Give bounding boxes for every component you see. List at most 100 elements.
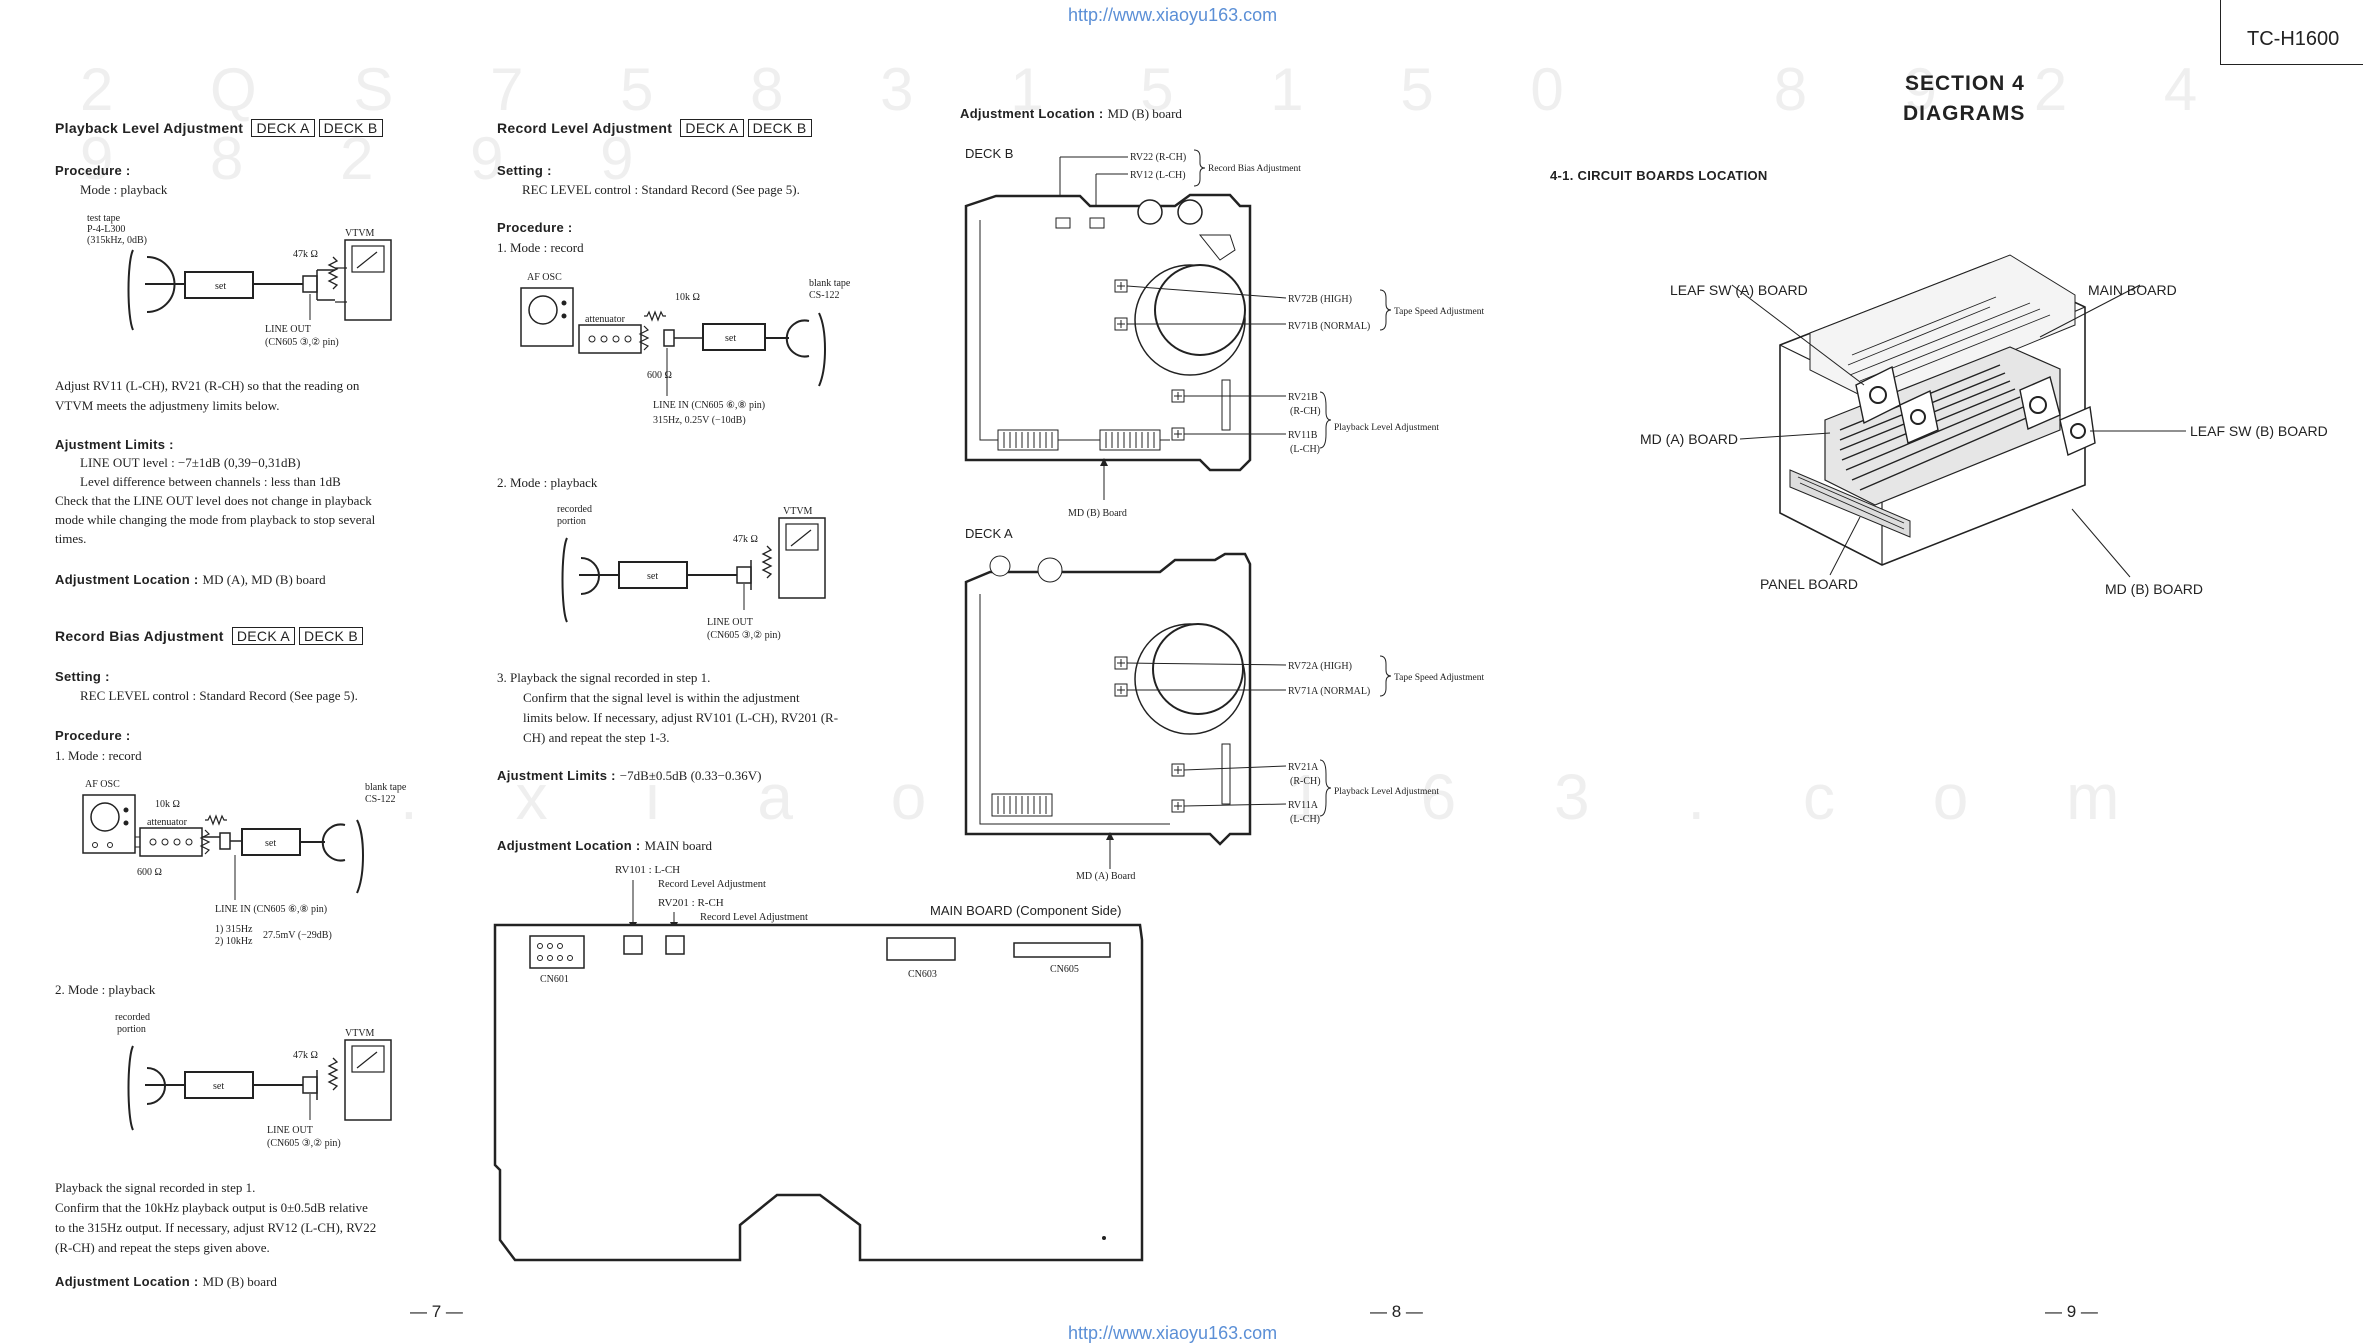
md-b-label: MD (B) BOARD: [2105, 581, 2203, 597]
set-label: set: [725, 333, 736, 344]
limit-line-2: Level difference between channels : less…: [80, 474, 341, 489]
setting-text: REC LEVEL control : Standard Record (See…: [522, 182, 800, 197]
instruction-line-2: Confirm that the 10kHz playback output i…: [55, 1200, 368, 1215]
deck-b-badge: DECK B: [318, 119, 383, 137]
tape-speed-label: Tape Speed Adjustment: [1394, 673, 1484, 683]
tape-reel-shape: [127, 249, 134, 331]
record-level-diagram-2: recorded portion set 47k Ω VTVM LINE OUT…: [557, 504, 826, 641]
check-line-2: mode while changing the mode from playba…: [55, 512, 376, 527]
rv71b-label: RV71B (NORMAL): [1288, 321, 1370, 332]
line-in-label: LINE IN (CN605 ⑥,⑧ pin): [215, 904, 327, 915]
procedure-label: Procedure :: [497, 220, 573, 235]
resistor-icon: [327, 256, 339, 290]
deck-b-badge: DECK B: [747, 119, 812, 137]
header-url[interactable]: http://www.xiaoyu163.com: [1068, 5, 1278, 25]
procedure-label: Procedure :: [55, 163, 131, 178]
deck-a-label: DECK A: [965, 526, 1013, 541]
main-board-location: Adjustment Location : MAIN board: [497, 836, 712, 856]
blank-tape-model: CS-122: [809, 290, 840, 301]
procedure-label: Procedure :: [55, 728, 131, 743]
recorded-label: recorded: [115, 1012, 150, 1023]
limits-label: Ajustment Limits :: [55, 437, 174, 452]
rv72a-label: RV72A (HIGH): [1288, 661, 1352, 672]
dial-icon: [528, 295, 558, 325]
af-osc-box: [520, 287, 574, 347]
main-board-shape: [1824, 346, 2061, 506]
limit-line-1: LINE OUT level : −7±1dB (0,39−0,31dB): [80, 455, 301, 470]
line-out-label: LINE OUT: [707, 617, 753, 628]
resistor-label: 47k Ω: [733, 534, 758, 545]
md-a-board-label: MD (A) Board: [1076, 871, 1135, 882]
vtvm-label: VTVM: [345, 228, 375, 239]
heading-text: Record Level Adjustment: [497, 120, 673, 136]
cn605-label: CN605: [1050, 964, 1079, 975]
instruction-line-3: to the 315Hz output. If necessary, adjus…: [55, 1220, 377, 1235]
lch-b-label: (L-CH): [1290, 444, 1320, 455]
md-a-label: MD (A) BOARD: [1640, 431, 1738, 447]
recorded-label: recorded: [557, 504, 592, 515]
check-line-3: times.: [55, 531, 87, 546]
cn605-connector: [1013, 942, 1111, 958]
resistor-icon: [327, 1057, 339, 1091]
record-head-icon: [785, 319, 810, 358]
resistor-label: 47k Ω: [293, 1050, 318, 1061]
vtvm-label: VTVM: [345, 1028, 375, 1039]
main-board-outline: [493, 923, 1144, 1262]
record-head-icon: [321, 823, 346, 862]
rch-b-label: (R-CH): [1290, 406, 1321, 417]
cn601-connector: [529, 935, 585, 969]
main-board-title: MAIN BOARD (Component Side): [930, 903, 1121, 918]
limits-value: −7dB±0.5dB (0.33−0.36V): [619, 768, 762, 783]
attenuator-box: [578, 324, 642, 354]
rv11b-label: RV11B: [1288, 430, 1318, 441]
resistor-label: 47k Ω: [293, 249, 318, 260]
md-b-board-diagram: DECK B RV22 (R-CH) RV12 (L-CH) Record Bi…: [964, 146, 1484, 519]
rv22-label: RV22 (R-CH): [1130, 152, 1186, 163]
adjustment-location: Adjustment Location : MD (A), MD (B) boa…: [55, 570, 326, 590]
cn-label: (CN605 ③,② pin): [267, 1138, 341, 1149]
tape-label-3: (315kHz, 0dB): [87, 235, 147, 246]
panel-board-label: PANEL BOARD: [1760, 576, 1858, 592]
location-label: Adjustment Location :: [497, 838, 641, 853]
setting-label: Setting :: [55, 669, 110, 684]
step-3-line-1: 3. Playback the signal recorded in step …: [497, 670, 711, 685]
instruction-line-1: Playback the signal recorded in step 1.: [55, 1180, 256, 1195]
blank-tape-model: CS-122: [365, 794, 396, 805]
location-value: MD (B) board: [202, 1274, 277, 1289]
footer-url[interactable]: http://www.xiaoyu163.com: [1068, 1323, 1278, 1343]
rv101-desc: Record Level Adjustment: [658, 879, 766, 890]
tape-label-2: P-4-L300: [87, 224, 125, 235]
portion-label: portion: [117, 1024, 146, 1035]
page-number-8: — 8 —: [1370, 1302, 1423, 1321]
location-value: MAIN board: [644, 838, 713, 853]
attenuator-label: attenuator: [147, 817, 188, 828]
deck-a-badge: DECK A: [231, 627, 296, 645]
resistor-600-icon: [638, 325, 650, 351]
md-boards-location: Adjustment Location : MD (B) board: [960, 104, 1182, 124]
res600-label: 600 Ω: [647, 370, 672, 381]
playback-level-instructions: Adjust RV11 (L-CH), RV21 (R-CH) so that …: [55, 376, 465, 416]
instruction-line-1: Adjust RV11 (L-CH), RV21 (R-CH) so that …: [55, 378, 360, 393]
cn601-label: CN601: [540, 974, 569, 985]
tape-reel-shape: [561, 537, 568, 623]
dial-icon: [90, 802, 120, 832]
rv201-trimmer: [665, 935, 685, 955]
instruction-line-4: (R-CH) and repeat the steps given above.: [55, 1240, 270, 1255]
rv12-label: RV12 (L-CH): [1130, 170, 1186, 181]
rv71a-label: RV71A (NORMAL): [1288, 686, 1370, 697]
set-label: set: [213, 1081, 224, 1092]
leaf-sw-b-label: LEAF SW (B) BOARD: [2190, 423, 2328, 439]
playback-level-diagram: test tape P-4-L300 (315kHz, 0dB) set 47k…: [87, 213, 392, 348]
attenuator-label: attenuator: [585, 314, 626, 325]
model-number: TC-H1600: [2247, 28, 2340, 50]
set-box: [184, 271, 254, 299]
record-level-diagram-1: AF OSC attenuator 10k Ω 600 Ω set blank …: [520, 272, 851, 426]
signal-label: 315Hz, 0.25V (−10dB): [653, 415, 746, 426]
setting-label: Setting :: [497, 163, 552, 178]
record-bias-diagram-2: recorded portion set 47k Ω VTVM LINE OUT…: [115, 1012, 392, 1149]
circuit-boards-heading: 4-1. CIRCUIT BOARDS LOCATION: [1550, 168, 1768, 183]
main-board-label: MAIN BOARD: [2088, 282, 2177, 298]
af-osc-label: AF OSC: [85, 779, 120, 790]
